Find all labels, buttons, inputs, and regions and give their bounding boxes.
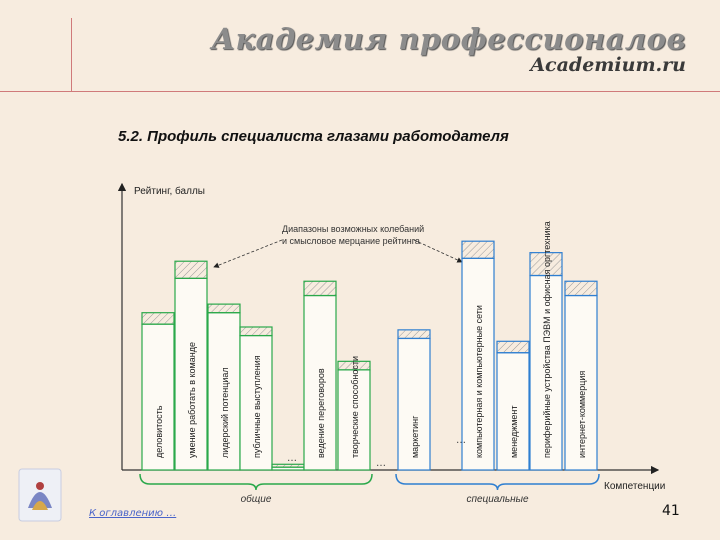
bar-label-5: ведение переговоров xyxy=(316,368,326,458)
bar-9 xyxy=(496,352,530,471)
bar-label-2: лидерский потенциал xyxy=(220,367,230,458)
back-to-contents-link[interactable]: К оглавлению … xyxy=(89,508,177,519)
annotation-arrow-left xyxy=(213,239,283,268)
bar-label-9: менеджмент xyxy=(509,405,519,458)
ellipsis-2: … xyxy=(456,435,466,446)
header-vertical-rule xyxy=(71,18,72,92)
bar-label-3: публичные выступления xyxy=(252,355,262,458)
logo-icon xyxy=(18,468,62,522)
bar-range-4 xyxy=(271,463,305,468)
page-number: 41 xyxy=(662,503,680,519)
ellipsis-1: … xyxy=(376,458,386,469)
group-brace-0 xyxy=(139,473,373,491)
bar-range-9 xyxy=(496,340,530,354)
bar-10 xyxy=(529,274,563,471)
bar-range-2 xyxy=(207,303,241,314)
bar-range-0 xyxy=(141,312,175,325)
bar-range-7 xyxy=(397,329,431,340)
brand-title: Академия профессионалов xyxy=(211,22,686,56)
header-horizontal-rule xyxy=(0,91,720,92)
ellipsis-0: … xyxy=(287,453,297,464)
bar-label-6: творческие способности xyxy=(350,356,360,458)
annotation-line-2: и смысловое мерцание рейтинга xyxy=(282,236,420,246)
slide-title: 5.2. Профиль специалиста глазами работод… xyxy=(118,128,509,145)
bar-range-5 xyxy=(303,280,337,297)
bar-label-7: маркетинг xyxy=(410,415,420,458)
group-brace-1 xyxy=(395,473,600,491)
group-label-1: специальные xyxy=(466,494,529,505)
bar-7 xyxy=(397,337,431,471)
bar-range-6 xyxy=(337,360,371,371)
brand-site: Academium.ru xyxy=(530,54,686,76)
bar-11 xyxy=(564,294,598,471)
bar-label-11: интернет-коммерция xyxy=(577,371,587,458)
bar-5 xyxy=(303,294,337,471)
bar-range-10 xyxy=(529,252,563,277)
bar-label-0: деловитость xyxy=(154,405,164,458)
bar-3 xyxy=(239,334,273,471)
x-axis-label: Компетенции xyxy=(604,481,665,492)
bar-8 xyxy=(461,257,495,471)
bar-6 xyxy=(337,369,371,471)
bar-label-1: умение работать в команде xyxy=(187,342,197,458)
bar-range-8 xyxy=(461,240,495,259)
annotation-arrow-right xyxy=(413,239,463,263)
bar-label-10: периферийные устройства ПЭВМ и офисная о… xyxy=(542,221,552,458)
bar-label-8: компьютерная и компьютерные сети xyxy=(474,305,484,458)
bar-range-3 xyxy=(239,326,273,337)
bar-range-1 xyxy=(174,260,208,279)
group-label-0: общие xyxy=(241,493,272,505)
bar-range-11 xyxy=(564,280,598,297)
y-axis-label: Рейтинг, баллы xyxy=(134,185,205,197)
annotation-line-1: Диапазоны возможных колебаний xyxy=(282,224,424,234)
bar-1 xyxy=(174,277,208,471)
brand: Академия профессионалов Academium.ru xyxy=(211,22,686,76)
